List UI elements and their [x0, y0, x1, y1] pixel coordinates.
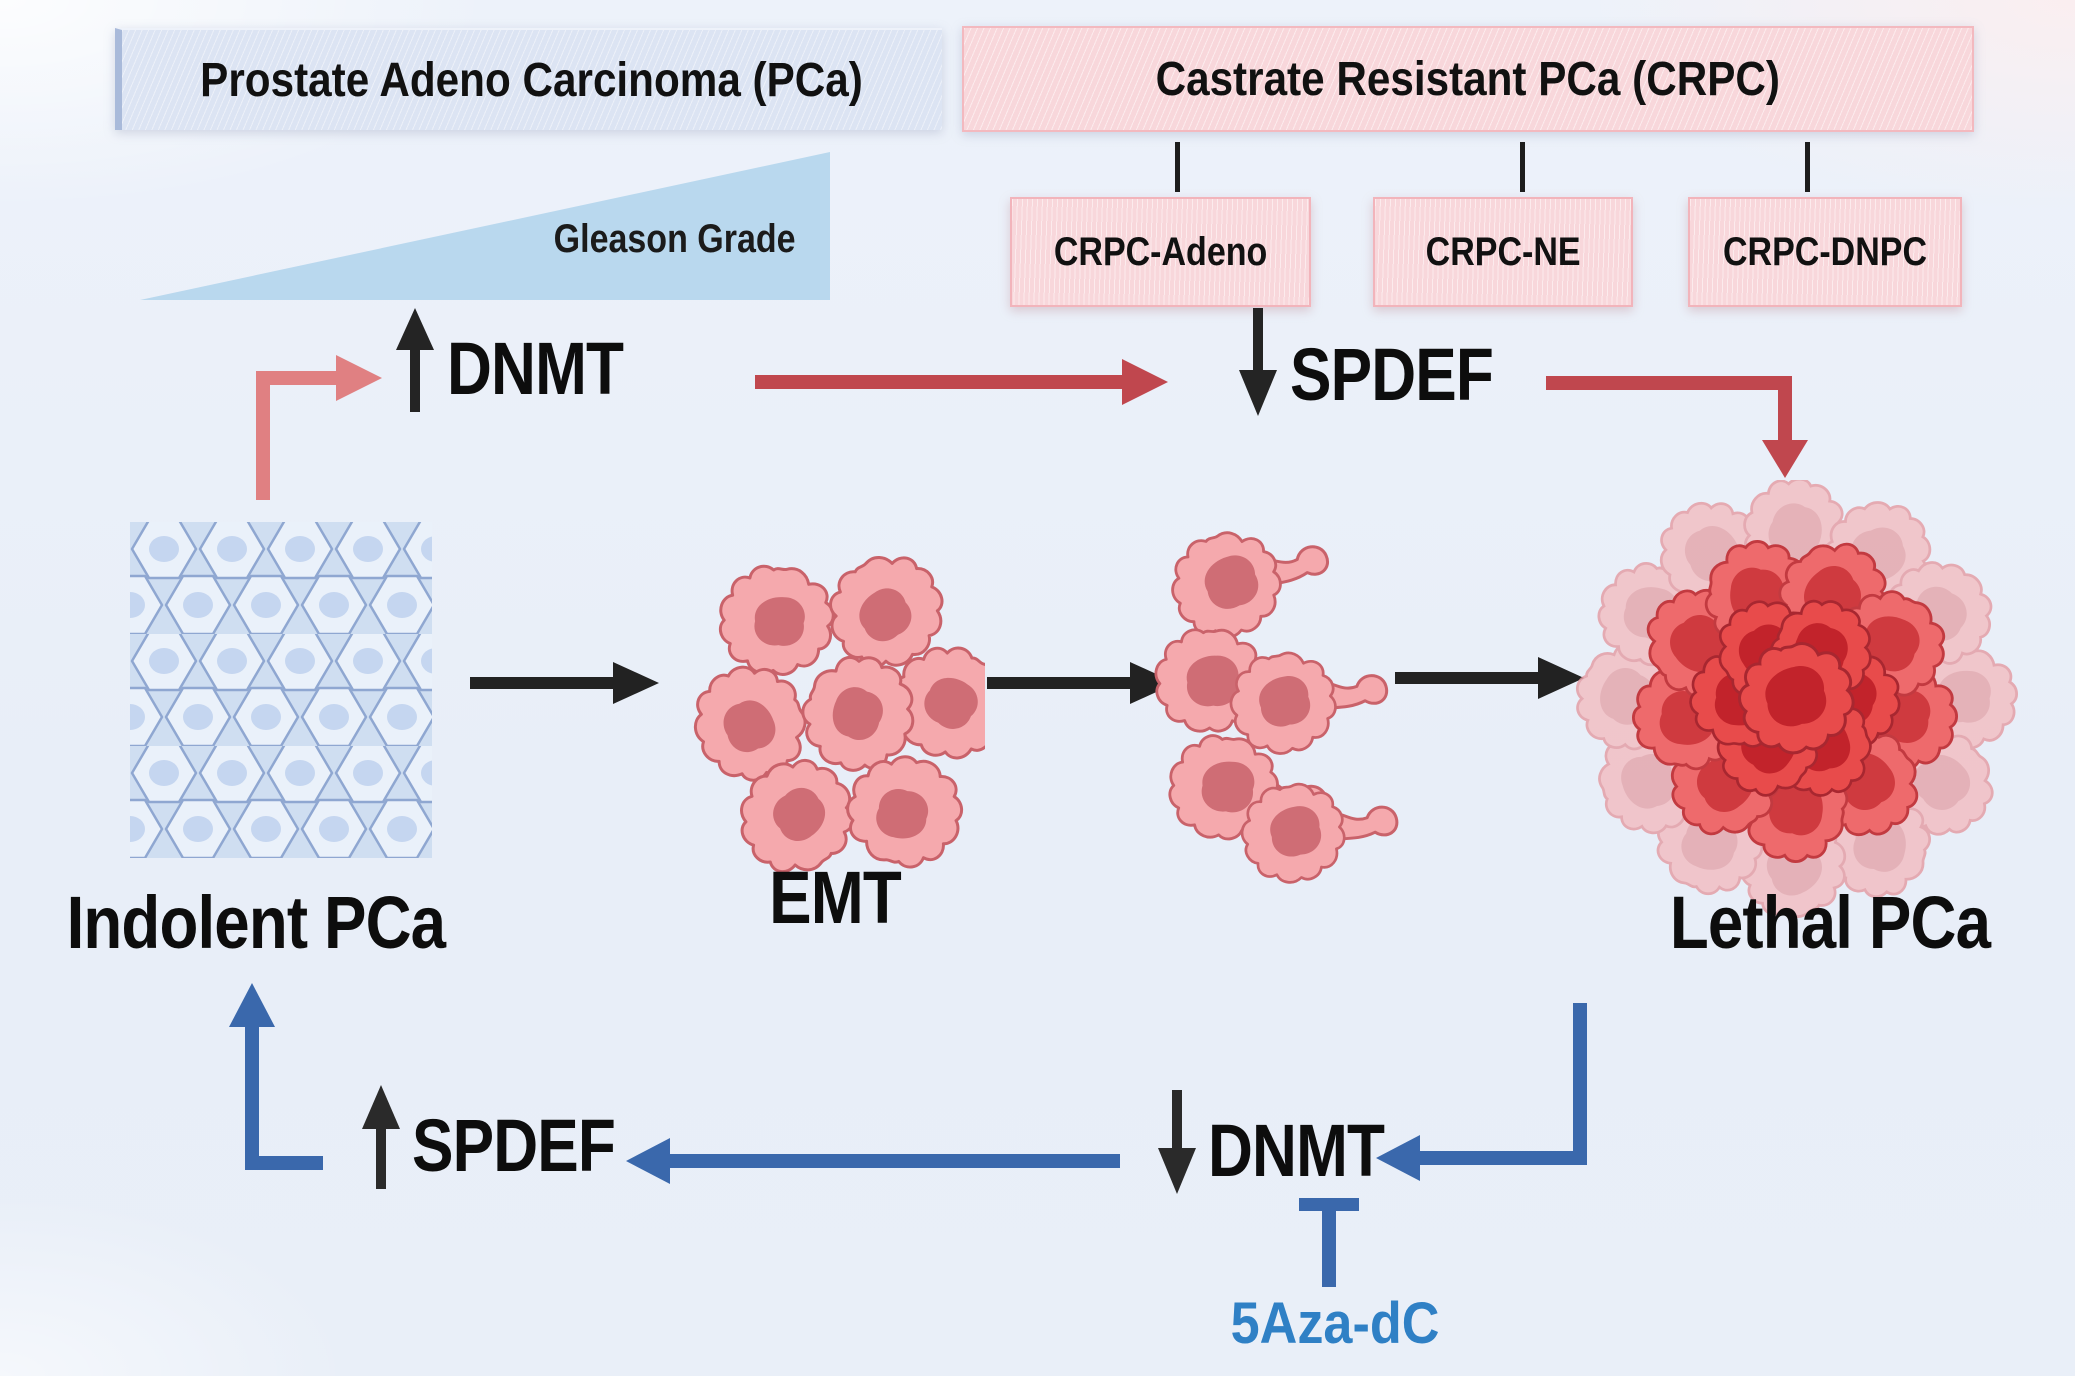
signal-dnmt-down-label: DNMT	[1208, 1109, 1385, 1192]
gleason-grade-triangle: Gleason Grade	[140, 152, 830, 300]
signal-spdef-down-label: SPDEF	[1290, 333, 1494, 416]
crpc-connector-line	[1175, 142, 1180, 192]
signal-dnmt-up: DNMT	[395, 308, 657, 412]
signal-spdef-up: SPDEF	[362, 1085, 654, 1189]
dnmt-to-spdef-return-arrow	[626, 1138, 1120, 1184]
pca-header-label: Prostate Adeno Carcinoma (PCa)	[200, 53, 864, 107]
pca-header-box: Prostate Adeno Carcinoma (PCa)	[115, 28, 942, 130]
indolent-cells-illustration	[130, 522, 432, 858]
crpc-ne-box: CRPC-NE	[1373, 197, 1633, 307]
crpc-connector-line	[1805, 142, 1810, 192]
lethal-tumor-illustration	[1570, 480, 2025, 920]
inhibitor-5aza-dc-label: 5Aza-dC	[1230, 1291, 1440, 1356]
gleason-grade-label: Gleason Grade	[554, 217, 796, 261]
lethal-to-dnmt-arrow	[1376, 1003, 1587, 1181]
signal-dnmt-up-label: DNMT	[447, 327, 624, 410]
down-arrow-icon	[1158, 1090, 1196, 1194]
signal-spdef-up-label: SPDEF	[412, 1104, 616, 1187]
dnmt-to-spdef-arrow	[755, 359, 1168, 405]
stage-arrow-1	[470, 662, 659, 704]
inhibition-tbar-icon	[1299, 1198, 1359, 1287]
emt-label: EMT	[769, 856, 902, 939]
signal-dnmt-down: DNMT	[1158, 1090, 1418, 1194]
crpc-connector-line	[1520, 142, 1525, 192]
spdef-to-indolent-arrow	[229, 983, 323, 1170]
spdef-to-lethal-arrow	[1546, 376, 1808, 478]
crpc-ne-label: CRPC-NE	[1425, 229, 1581, 274]
crpc-adeno-label: CRPC-Adeno	[1053, 229, 1268, 274]
lethal-pca-label: Lethal PCa	[1669, 881, 1991, 964]
crpc-dnpc-label: CRPC-DNPC	[1723, 229, 1927, 274]
indolent-to-dnmt-arrow	[256, 355, 382, 500]
emt-cells-illustration	[690, 540, 985, 885]
crpc-header-box: Castrate Resistant PCa (CRPC)	[962, 26, 1974, 132]
crpc-adeno-box: CRPC-Adeno	[1010, 197, 1311, 307]
stage-arrow-2	[987, 662, 1176, 704]
up-arrow-icon	[396, 308, 434, 412]
down-arrow-icon	[1239, 308, 1277, 416]
signal-spdef-down: SPDEF	[1238, 308, 1532, 418]
up-arrow-icon	[362, 1085, 400, 1189]
stage-arrow-3	[1395, 657, 1584, 699]
crpc-dnpc-box: CRPC-DNPC	[1688, 197, 1962, 307]
crpc-header-label: Castrate Resistant PCa (CRPC)	[1155, 52, 1781, 106]
indolent-pca-label: Indolent PCa	[66, 881, 446, 964]
